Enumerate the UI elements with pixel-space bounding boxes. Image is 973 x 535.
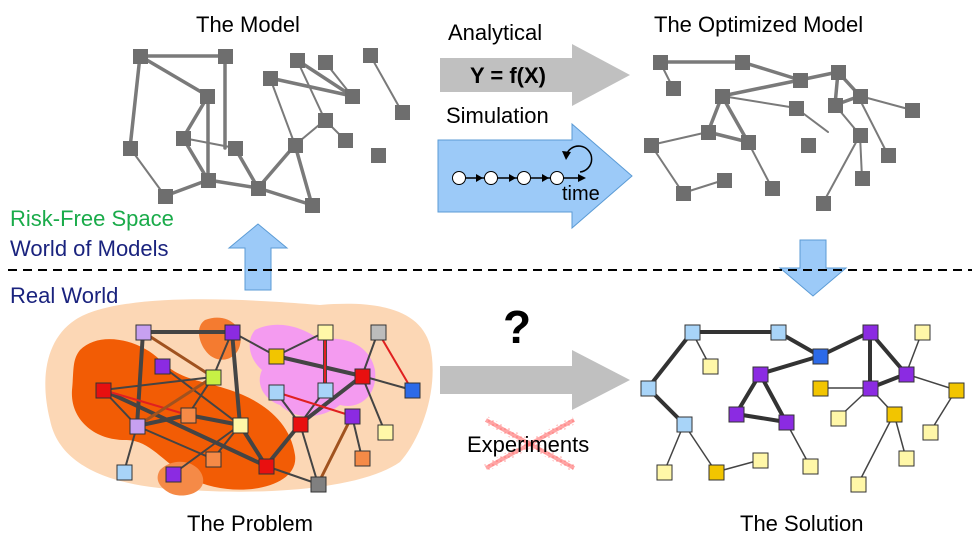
- down-arrow: [778, 239, 848, 297]
- solution-title: The Solution: [740, 511, 864, 535]
- simulation-label: Simulation: [446, 103, 549, 128]
- model-graph: [123, 48, 410, 213]
- problem-graph: [45, 299, 433, 496]
- optimized-model-graph: [644, 55, 920, 211]
- world-of-models-label: World of Models: [10, 236, 169, 261]
- real-world-label: Real World: [10, 283, 119, 308]
- solution-graph: [640, 324, 965, 493]
- model-title: The Model: [196, 12, 300, 37]
- up-arrow: [227, 223, 289, 291]
- experiments-cross-icon: [484, 416, 576, 472]
- analytical-label: Analytical: [448, 20, 543, 45]
- simulation-timeline: [452, 145, 593, 185]
- time-label: time: [562, 183, 600, 205]
- simulation-arrow: [437, 122, 633, 230]
- optimized-model-title: The Optimized Model: [654, 12, 864, 37]
- question-mark: ?: [503, 301, 532, 353]
- formula-label: Y = f(X): [470, 63, 547, 88]
- problem-title: The Problem: [187, 511, 313, 535]
- risk-free-space-label: Risk-Free Space: [10, 206, 174, 231]
- experiments-label: Experiments: [467, 432, 590, 457]
- experiments-arrow: [440, 350, 630, 410]
- analytical-arrow: [440, 44, 630, 106]
